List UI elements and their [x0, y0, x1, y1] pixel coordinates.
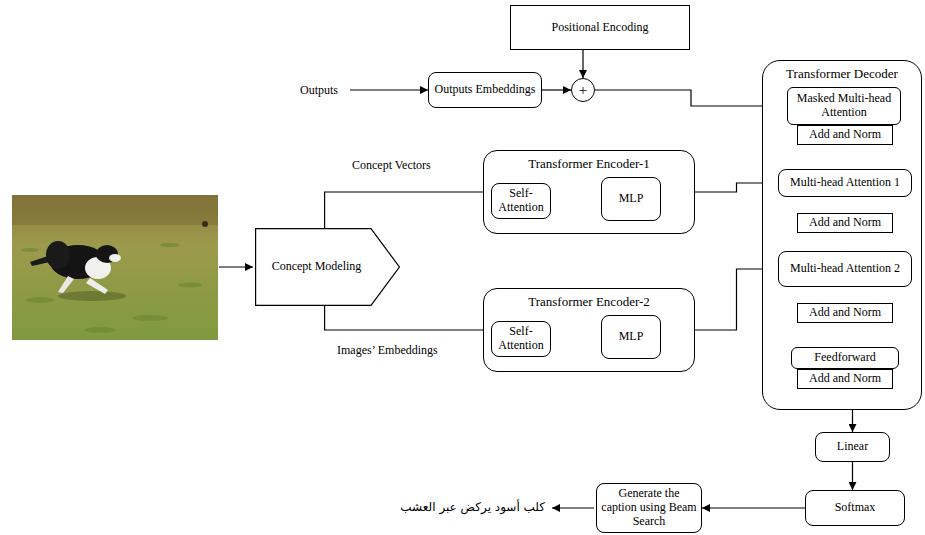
- box-label: Concept Modeling: [272, 260, 362, 274]
- box-label: Outputs Embeddings: [435, 83, 536, 97]
- encoding-box: Positional Encoding: [510, 5, 690, 50]
- softmax-box: Softmax: [805, 490, 905, 526]
- box-label: Add and Norm: [809, 306, 881, 320]
- box-label: Positional Encoding: [552, 21, 649, 35]
- flow-connector: [852, 462, 853, 490]
- box-label: Add and Norm: [809, 372, 881, 386]
- box-label: Masked Multi-head Attention: [792, 92, 896, 120]
- flow-connector: [702, 507, 805, 508]
- attention-box: Self-Attention: [491, 321, 551, 357]
- flow-label: Outputs: [300, 83, 338, 97]
- flow-connector: [595, 90, 787, 106]
- norm-box: Add and Norm: [797, 303, 893, 323]
- flow-connector: [325, 192, 483, 228]
- box-label: Generate the caption using Beam Search: [601, 487, 697, 528]
- encoder-block: Transformer Encoder-2Self-Attention MLP: [483, 288, 695, 372]
- input-arrow: [350, 89, 428, 90]
- modeling-pentagon: Concept Modeling: [255, 228, 400, 306]
- box-label: +: [579, 83, 587, 98]
- decoder-block: Transformer DecoderMasked Multi-head Att…: [762, 60, 922, 410]
- block-heading: Transformer Decoder: [763, 66, 921, 82]
- linear-box: Linear: [815, 432, 890, 462]
- box-label: Softmax: [835, 501, 876, 515]
- flow-label: Concept Vectors: [352, 158, 431, 172]
- norm-box: Add and Norm: [797, 369, 893, 389]
- beam-search-box: Generate the caption using Beam Search: [596, 483, 702, 532]
- box-label: Multi-head Attention 2: [790, 262, 900, 276]
- attention-box: Multi-head Attention 2: [778, 251, 912, 287]
- box-label: Multi-head Attention 1: [790, 176, 900, 190]
- mlp-box: MLP: [601, 177, 661, 221]
- feedforward-box: Feedforward: [791, 347, 899, 369]
- flow-connector: [582, 50, 583, 78]
- block-heading: Transformer Encoder-1: [484, 156, 694, 172]
- pentagon-shape: [256, 229, 400, 306]
- output-arrow: [552, 507, 594, 508]
- flow-connector: [325, 306, 483, 330]
- box-label: Self-Attention: [496, 187, 546, 215]
- mlp-box: MLP: [601, 315, 661, 359]
- box-label: Add and Norm: [809, 128, 881, 142]
- image-arrow: [219, 266, 253, 267]
- norm-box: Add and Norm: [797, 125, 893, 145]
- embedding-box: Outputs Embeddings: [428, 72, 542, 108]
- encoder-block: Transformer Encoder-1Self-Attention MLP: [483, 150, 695, 234]
- norm-box: Add and Norm: [797, 213, 893, 233]
- generated-caption: كلب أسود يركض عبر العشب: [400, 500, 545, 514]
- box-label: MLP: [619, 330, 644, 344]
- box-label: MLP: [619, 192, 644, 206]
- photo-dog: [12, 195, 218, 340]
- attention-box: Self-Attention: [491, 183, 551, 219]
- box-label: Linear: [837, 440, 868, 454]
- attention-box: Multi-head Attention 1: [778, 169, 912, 197]
- flow-connector: [542, 89, 571, 90]
- sum-circle: +: [571, 78, 595, 102]
- box-label: Feedforward: [814, 351, 875, 365]
- block-heading: Transformer Encoder-2: [484, 294, 694, 310]
- flow-label: Images’ Embeddings: [337, 343, 438, 357]
- attention-box: Masked Multi-head Attention: [787, 87, 901, 125]
- box-label: Add and Norm: [809, 216, 881, 230]
- box-label: Self-Attention: [496, 325, 546, 353]
